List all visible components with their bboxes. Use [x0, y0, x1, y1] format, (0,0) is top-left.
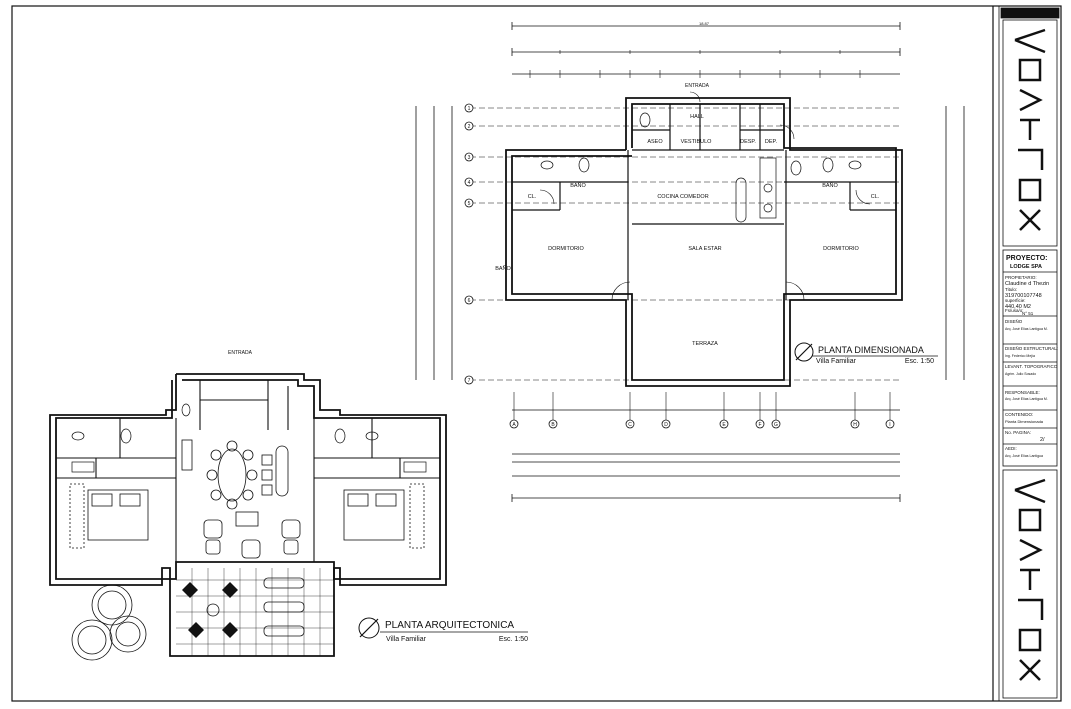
room-sala: SALA ESTAR — [688, 246, 721, 252]
sheet-border — [11, 5, 1062, 702]
dim-plan-scale: Esc. 1:50 — [905, 358, 934, 365]
tb-diseno-value: Arq. José Elías Lantigua M. — [1005, 327, 1048, 331]
axis-label-2: 2 — [468, 124, 471, 130]
axis-label-i: I — [889, 422, 890, 428]
tb-diseno-label: DISEÑO — [1005, 318, 1023, 324]
room-dormitorio-left: DORMITORIO — [548, 246, 584, 252]
tb-propietario-label: PROPIETARIO: — [1005, 275, 1037, 280]
tb-titulo-value: 319700107748 — [1005, 293, 1042, 299]
tb-propietario-value: Claudine d Thezin — [1005, 281, 1049, 287]
axis-label-7: 7 — [468, 378, 471, 384]
room-bano-left: BAÑO — [570, 182, 586, 189]
axis-label-b: B — [551, 422, 555, 428]
entrance-label-arch: ENTRADA — [228, 350, 253, 356]
axis-label-1: 1 — [468, 106, 471, 112]
axis-label-5: 5 — [468, 201, 471, 207]
axis-label-c: C — [628, 422, 632, 428]
tb-responsable-label: RESPONSABLE: — [1005, 390, 1040, 395]
room-aseo: ASEO — [647, 139, 663, 145]
dim-plan-title: PLANTA DIMENSIONADA — [818, 345, 924, 355]
total-width-label: 18.87 — [699, 21, 710, 26]
tb-proyecto-value: LODGE SPA — [1010, 264, 1042, 270]
tb-levant-value: Agrim. Julio Sosado — [1005, 372, 1036, 376]
tb-superficie-value: 440,40 M2 — [1005, 304, 1031, 310]
room-cl-left: CL. — [528, 194, 537, 200]
arch-plan-title: PLANTA ARQUITECTONICA — [385, 620, 514, 631]
axis-label-6: 6 — [468, 298, 471, 304]
room-bano-right: BAÑO — [822, 182, 838, 189]
axis-bubbles-rows — [464, 103, 474, 385]
room-terraza: TERRAZA — [692, 341, 718, 347]
entrance-label-dim: ENTRADA — [685, 83, 710, 89]
axis-label-d: D — [664, 422, 668, 428]
axis-label-f: F — [758, 422, 761, 428]
tb-levant-label: LEVANT. TOPOGRAFICO — [1005, 364, 1058, 369]
dim-plan-subtitle: Villa Familiar — [816, 358, 857, 365]
tb-pagina-value: 2/ — [1040, 437, 1045, 443]
room-cl-right: CL. — [871, 194, 880, 200]
arch-plan-subtitle: Villa Familiar — [386, 636, 427, 643]
axis-bubbles-cols — [509, 419, 895, 429]
tb-diseno-est-value: Ing. Federico Mejía — [1005, 354, 1035, 358]
tb-aedi-label: AEDI: — [1005, 446, 1017, 451]
architectural-plan — [49, 373, 447, 661]
room-bano-side: BAÑO — [495, 265, 511, 272]
tb-aedi-value: Arq. José Elías Lantigua — [1005, 454, 1043, 458]
room-vestibulo: VESTIBULO — [681, 139, 713, 145]
tb-diseno-est-label: DISEÑO ESTRUCTURAL: — [1005, 345, 1058, 351]
tb-pagina-label: No. PAGINA: — [1005, 430, 1031, 435]
dimensioned-plan — [415, 22, 965, 502]
firm-logo-bottom — [1014, 478, 1046, 681]
tb-proyecto-label: PROYECTO: — [1006, 255, 1048, 262]
dim-plan-title-block: PLANTA DIMENSIONADA Villa Familiar Esc. … — [794, 342, 938, 365]
room-hall: HALL — [690, 114, 704, 120]
room-desp: DESP. — [740, 139, 756, 145]
tb-contenido-value: Planta Dimensionada — [1005, 419, 1044, 424]
arch-plan-title-block: PLANTA ARQUITECTONICA Villa Familiar Esc… — [358, 617, 528, 643]
axis-label-3: 3 — [468, 155, 471, 161]
room-cocina: COCINA COMEDOR — [657, 194, 708, 200]
axis-label-4: 4 — [468, 180, 471, 186]
firm-logo-top — [1014, 28, 1046, 231]
room-dormitorio-right: DORMITORIO — [823, 246, 859, 252]
tb-superficie-label: superficie: — [1005, 298, 1026, 303]
tb-titulo-label: Titulo: — [1005, 287, 1017, 292]
title-block — [1000, 7, 1060, 699]
axis-label-e: E — [722, 422, 726, 428]
trees — [71, 584, 147, 661]
axis-label-h: H — [853, 422, 857, 428]
room-dep: DEP. — [765, 139, 778, 145]
tb-fs-value: N° 51 — [1022, 311, 1034, 316]
arch-plan-scale: Esc. 1:50 — [499, 636, 528, 643]
tb-fs-label: Fs/usa/o: — [1005, 308, 1024, 313]
tb-contenido-label: CONTENIDO: — [1005, 412, 1033, 417]
axis-label-g: G — [774, 422, 778, 428]
tb-responsable-value: Arq. José Elías Lantigua M. — [1005, 397, 1048, 401]
axis-label-a: A — [512, 422, 516, 428]
